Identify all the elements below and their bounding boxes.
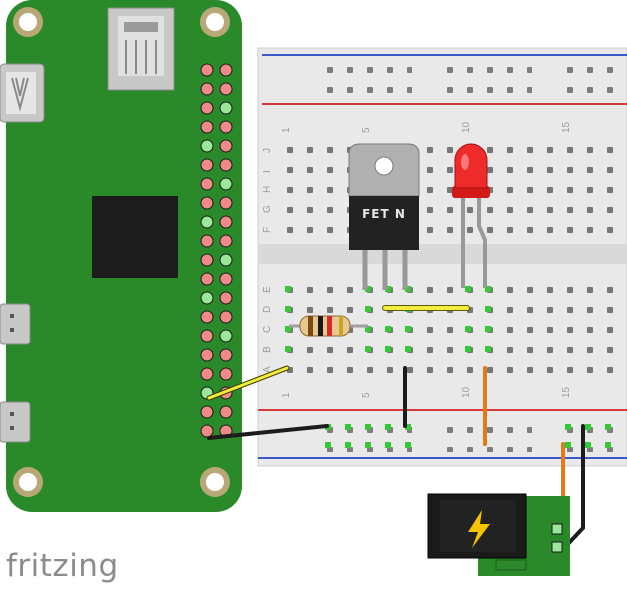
black-wire-pi-ground <box>207 424 329 440</box>
col-number-10-top: 10 <box>461 121 472 133</box>
red-led <box>452 143 490 288</box>
n-channel-mosfet: FET N <box>348 143 420 290</box>
mosfet-label: FET N <box>362 207 406 221</box>
row-letter-j: J <box>262 148 273 153</box>
col-number-5-bottom: 5 <box>361 392 372 398</box>
center-channel <box>258 244 627 264</box>
col-number-1-bottom: 1 <box>281 392 292 398</box>
fritzing-logo: fritzing <box>6 548 119 584</box>
row-letter-i: I <box>262 170 273 173</box>
micro-usb-port-2 <box>0 401 31 443</box>
processor-chip <box>92 196 178 278</box>
dc-power-jack <box>427 493 570 576</box>
bottom-rail-holes <box>316 416 627 452</box>
micro-usb-port-1 <box>0 303 31 345</box>
row-letter-b: B <box>262 346 273 353</box>
row-letter-d: D <box>262 306 273 313</box>
lightning-icon <box>468 510 490 548</box>
col-number-10-bottom: 10 <box>461 386 472 398</box>
led-dome <box>454 143 488 189</box>
col-number-15-top: 15 <box>561 121 572 133</box>
top-rail-holes <box>316 62 627 98</box>
sd-card-slot <box>107 7 175 91</box>
row-letter-a: A <box>262 366 273 373</box>
row-letter-e: E <box>262 286 273 293</box>
mosfet-body <box>349 196 419 250</box>
row-letter-h: H <box>262 186 273 193</box>
mini-hdmi-port <box>0 63 45 123</box>
mounting-holes <box>13 7 230 497</box>
raspberry-pi-zero <box>0 0 242 512</box>
col-number-5-top: 5 <box>361 127 372 133</box>
col-number-15-bottom: 15 <box>561 386 572 398</box>
row-letter-c: C <box>262 326 273 333</box>
row-letter-g: G <box>262 205 273 213</box>
gpio-header <box>200 63 233 438</box>
col-number-1-top: 1 <box>281 127 292 133</box>
breadboard: 1 5 10 15 1 5 10 15 J I H G F E D C B A <box>257 47 627 467</box>
wires <box>206 305 585 550</box>
row-letter-f: F <box>262 227 273 233</box>
resistor <box>289 315 368 337</box>
upper-terminal-holes <box>276 138 627 238</box>
